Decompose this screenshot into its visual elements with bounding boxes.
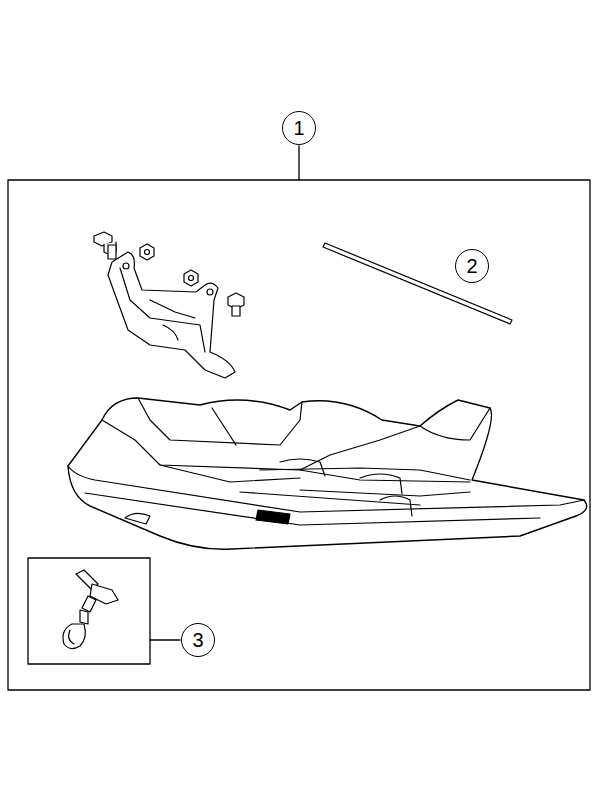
callout-circle: 3	[181, 623, 215, 657]
callout-circle: 2	[455, 249, 489, 283]
callout-number: 2	[466, 256, 477, 276]
callout-number: 3	[192, 630, 203, 650]
callout-circle: 1	[282, 111, 316, 145]
callout-number: 1	[293, 118, 304, 138]
